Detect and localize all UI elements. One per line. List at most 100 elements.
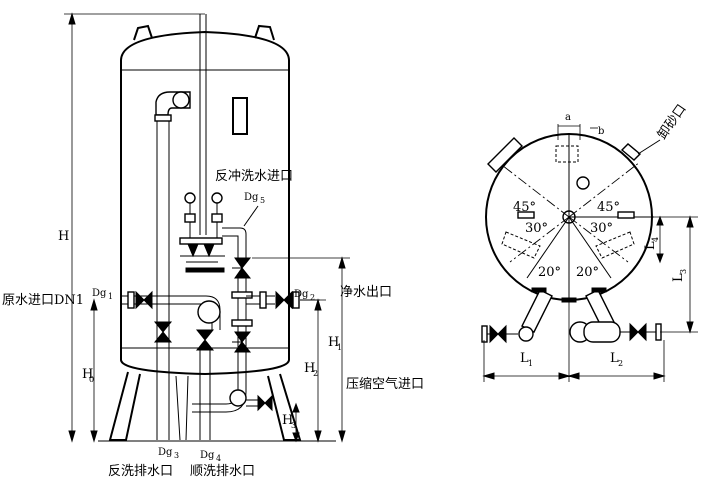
manifold-plate [185, 267, 225, 273]
dim-H3-subscript: 3 [291, 421, 296, 430]
inlet-flange [154, 114, 172, 122]
outlet-valve [275, 290, 293, 310]
dim-H1-subscript: 1 [337, 343, 342, 352]
lifting-lug-left [133, 24, 153, 41]
outlet-flange [259, 291, 267, 309]
dim-L4-subscript: 4 [651, 237, 660, 242]
raw-water-flange [127, 291, 135, 309]
angle-right-upper: 45° [597, 200, 620, 215]
mid-flange [231, 319, 253, 327]
sand-discharge-label: 卸砂口 [654, 101, 689, 142]
angle-right-mid: 30° [590, 221, 613, 236]
manifold [179, 237, 223, 245]
dim-L2-subscript: 2 [618, 359, 623, 368]
manhole-flange [487, 137, 523, 173]
dg1-label: Dg [92, 288, 107, 299]
backwash-drain-valve-upper [153, 321, 173, 343]
manifold-base [180, 255, 225, 263]
forward-drain-valve [195, 329, 215, 351]
radial-45-left [497, 161, 570, 218]
dim-L4-arrows [656, 215, 664, 264]
dim-H-label: H [58, 229, 69, 244]
lifting-lug-right [254, 24, 275, 41]
pressure-gauge-left [184, 192, 196, 204]
dim-L-arrows [482, 372, 666, 380]
dim-b-label: b [598, 126, 604, 137]
dim-L3-arrows [686, 215, 694, 334]
dg5-label: Dg [244, 192, 259, 203]
right-small-port [617, 211, 635, 219]
backwash-drain-label: 反洗排水口 [108, 464, 173, 479]
compressed-air-inlet-label: 压缩空气进口 [346, 376, 424, 392]
raw-water-inlet-label: 原水进口DN1 [2, 293, 84, 308]
gauge-valve-left [184, 213, 196, 223]
left-small-port [517, 211, 535, 219]
radial-20-right [568, 216, 629, 263]
dg2-label: Dg [294, 289, 309, 300]
sight-glass [232, 97, 248, 135]
dim-L3-subscript: 3 [679, 269, 688, 274]
bottom-tab-left [531, 287, 547, 293]
backwash-inlet-pipe [222, 227, 247, 258]
plan-view: a b 卸砂口 45° 45° 30° 30° 20° 20° L 1 L 2 … [481, 101, 698, 382]
bottom-tab-right [591, 287, 607, 293]
angle-right-lower: 20° [576, 265, 599, 280]
outlet-tee-flange-top [231, 291, 253, 299]
angle-left-lower: 20° [538, 265, 561, 280]
dim-a-label: a [565, 112, 571, 123]
radial-30-left [526, 216, 570, 279]
left-plan-valve [489, 324, 507, 344]
dg5-subscript: 5 [260, 196, 265, 205]
dim-H3-label: H [282, 413, 293, 428]
dim-H1-arrows [338, 256, 346, 443]
front-view: 反冲洗水进口 Dg 5 原水进口DN1 Dg 1 Dg 2 净水出口 压缩空气进… [2, 12, 424, 479]
outlet-end-flange [292, 291, 300, 309]
dg4-subscript: 4 [216, 454, 221, 463]
dim-H2-subscript: 2 [313, 369, 318, 378]
dim-H1-label: H [328, 335, 339, 350]
backwash-valve [234, 257, 252, 279]
right-nozzle-dashed [595, 231, 635, 259]
dg3-label: Dg [158, 447, 173, 458]
dg4-label: Dg [200, 450, 215, 461]
left-plan-flange [481, 325, 488, 343]
dg1-subscript: 1 [108, 292, 113, 301]
leg-left [108, 371, 141, 441]
bottom-connector [583, 321, 621, 343]
dim-L1-subscript: 1 [528, 359, 533, 368]
left-nozzle-dashed [501, 231, 541, 259]
dim-H-arrows [68, 12, 76, 443]
leg-right [267, 373, 302, 441]
dim-L2-label: L [610, 351, 619, 366]
dim-H2-label: H [304, 361, 315, 376]
backwash-inlet-label: 反冲洗水进口 [215, 169, 293, 184]
manifold-valves [187, 243, 215, 258]
air-elbow [229, 389, 247, 407]
sand-port-leader [637, 139, 661, 155]
forward-wash-drain-label: 顺洗排水口 [190, 464, 255, 479]
dim-H2-arrows [314, 298, 322, 443]
dg2-subscript: 2 [310, 293, 315, 302]
left-leg-pipe [521, 289, 553, 333]
angle-left-upper: 45° [513, 200, 536, 215]
pressure-gauge-right [211, 192, 223, 204]
dim-L3-label: L [671, 273, 686, 282]
gauge-valve-right [211, 213, 223, 223]
air-valve [257, 394, 273, 412]
upper-port [576, 176, 590, 190]
mid-valve [234, 331, 252, 353]
radial-20-left [509, 216, 570, 263]
angle-left-mid: 30° [525, 221, 548, 236]
dim-H3-arrows [292, 402, 300, 443]
dim-L1-label: L [520, 351, 529, 366]
radial-45-right [568, 161, 641, 218]
dg3-subscript: 3 [174, 451, 179, 460]
vessel-shell [120, 30, 290, 376]
raw-water-valve [135, 290, 153, 310]
radial-30-right [568, 216, 612, 279]
dg5-leader [243, 205, 259, 227]
dim-H0-label: H [82, 367, 93, 382]
leg-centre [175, 375, 189, 441]
clean-water-outlet-label: 净水出口 [340, 285, 392, 300]
